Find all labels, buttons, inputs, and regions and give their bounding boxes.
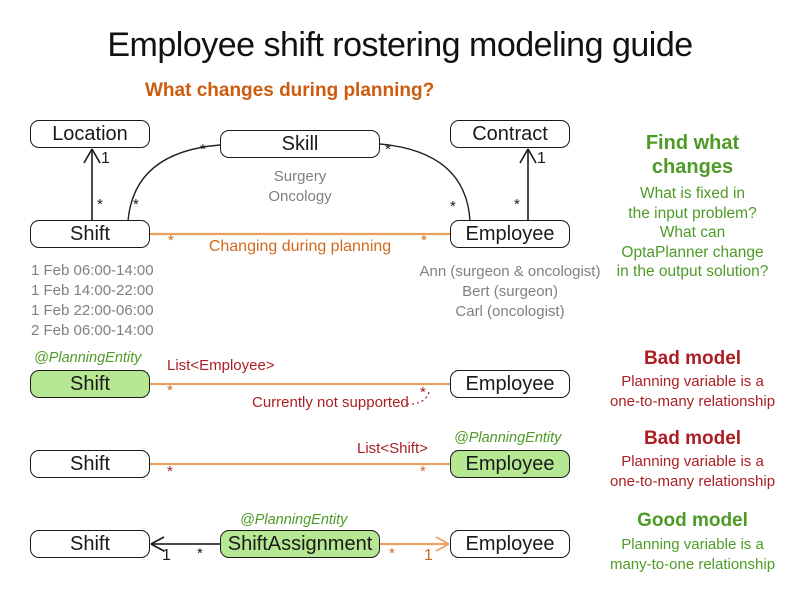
shift-box-top: Shift bbox=[30, 220, 150, 248]
contract-box: Contract bbox=[450, 120, 570, 148]
shift-location-arrowhead bbox=[83, 148, 101, 164]
multiplicity-location-one: 1 bbox=[101, 150, 110, 167]
multiplicity-bm1-left-many: * bbox=[167, 382, 173, 399]
shift-time: 1 Feb 14:00-22:00 bbox=[31, 282, 154, 299]
multiplicity-gm-shift-one: 1 bbox=[162, 547, 171, 564]
skill-example: Surgery bbox=[273, 168, 327, 185]
relation-label-list-employee: List<Employee> bbox=[167, 357, 275, 374]
multiplicity-shift-skill-many: * bbox=[133, 196, 139, 213]
skill-example: Oncology bbox=[268, 188, 332, 205]
shift-label: Shift bbox=[69, 452, 111, 475]
shift-label: Shift bbox=[69, 372, 111, 395]
location-label: Location bbox=[52, 122, 128, 145]
employee-box-bad-model-2: Employee bbox=[450, 450, 570, 478]
employee-label: Employee bbox=[465, 372, 555, 395]
shift-time: 1 Feb 22:00-06:00 bbox=[31, 302, 154, 319]
shift-time: 2 Feb 06:00-14:00 bbox=[31, 322, 154, 339]
multiplicity-skill-right-many: * bbox=[385, 141, 391, 158]
shift-times-list: 1 Feb 06:00-14:00 1 Feb 14:00-22:00 1 Fe… bbox=[31, 261, 154, 341]
good-model-body: Planning variable is a many-to-one relat… bbox=[609, 536, 776, 573]
shift-time: 1 Feb 06:00-14:00 bbox=[31, 262, 154, 279]
multiplicity-shift-location-many: * bbox=[97, 196, 103, 213]
multiplicity-bm2-right-many: * bbox=[420, 463, 426, 480]
multiplicity-changing-right-many: * bbox=[421, 232, 427, 249]
subtitle: What changes during planning? bbox=[145, 80, 435, 101]
multiplicity-bm2-left-many: * bbox=[167, 463, 173, 480]
shift-box-bad-model-2: Shift bbox=[30, 450, 150, 478]
employee-box-bad-model-1: Employee bbox=[450, 370, 570, 398]
employee-examples: Ann (surgeon & oncologist) Bert (surgeon… bbox=[390, 262, 630, 322]
employee-example: Carl (oncologist) bbox=[455, 303, 565, 320]
assignment-employee-arrowhead bbox=[435, 536, 450, 552]
planning-entity-annotation-2: @PlanningEntity bbox=[454, 430, 562, 446]
relation-label-list-shift: List<Shift> bbox=[357, 440, 428, 457]
contract-label: Contract bbox=[472, 122, 548, 145]
shift-box-good-model: Shift bbox=[30, 530, 150, 558]
multiplicity-skill-left-many: * bbox=[200, 141, 206, 158]
changing-during-planning-label: Changing during planning bbox=[208, 238, 392, 255]
assignment-shift-arrowhead bbox=[150, 536, 165, 552]
not-supported-note: Currently not supported bbox=[252, 394, 409, 411]
find-what-changes-body: What is fixed in the input problem? What… bbox=[616, 185, 769, 280]
multiplicity-employee-skill-many: * bbox=[450, 198, 456, 215]
good-model-heading: Good model bbox=[637, 510, 748, 531]
employee-label: Employee bbox=[465, 532, 555, 555]
shift-skill-curve bbox=[127, 144, 221, 222]
shift-assignment-box: ShiftAssignment bbox=[220, 530, 380, 558]
employee-example: Bert (surgeon) bbox=[462, 283, 558, 300]
page-title: Employee shift rostering modeling guide bbox=[107, 26, 693, 64]
multiplicity-bm1-right-many: * bbox=[420, 384, 426, 401]
find-what-changes-heading: Find what changes bbox=[645, 132, 740, 178]
multiplicity-gm-assignment-many: * bbox=[197, 545, 203, 562]
multiplicity-gm-employee-one: 1 bbox=[424, 547, 433, 564]
multiplicity-changing-left-many: * bbox=[168, 232, 174, 249]
bad-model-2-heading: Bad model bbox=[643, 428, 742, 449]
skill-label: Skill bbox=[281, 132, 319, 155]
bad-model-2-body: Planning variable is a one-to-many relat… bbox=[609, 453, 776, 490]
employee-box-top: Employee bbox=[450, 220, 570, 248]
skill-box: Skill bbox=[220, 130, 380, 158]
skill-examples: Surgery Oncology bbox=[220, 167, 380, 207]
employee-contract-arrowhead bbox=[519, 148, 537, 164]
multiplicity-gm-assignment-right-many: * bbox=[389, 545, 395, 562]
employee-label: Employee bbox=[465, 222, 555, 245]
planning-entity-annotation-3: @PlanningEntity bbox=[240, 512, 348, 528]
employee-example: Ann (surgeon & oncologist) bbox=[419, 263, 601, 280]
shift-label: Shift bbox=[69, 222, 111, 245]
shift-label: Shift bbox=[69, 532, 111, 555]
employee-label: Employee bbox=[465, 452, 555, 475]
skill-employee-curve bbox=[379, 143, 471, 222]
multiplicity-contract-one: 1 bbox=[537, 150, 546, 167]
location-box: Location bbox=[30, 120, 150, 148]
bad-model-1-heading: Bad model bbox=[643, 348, 742, 369]
not-supported-pointer bbox=[406, 391, 430, 405]
shift-assignment-label: ShiftAssignment bbox=[227, 532, 373, 555]
bad-model-1-body: Planning variable is a one-to-many relat… bbox=[609, 373, 776, 410]
planning-entity-annotation-1: @PlanningEntity bbox=[34, 350, 142, 366]
shift-box-bad-model-1: Shift bbox=[30, 370, 150, 398]
employee-box-good-model: Employee bbox=[450, 530, 570, 558]
multiplicity-employee-contract-many: * bbox=[514, 196, 520, 213]
